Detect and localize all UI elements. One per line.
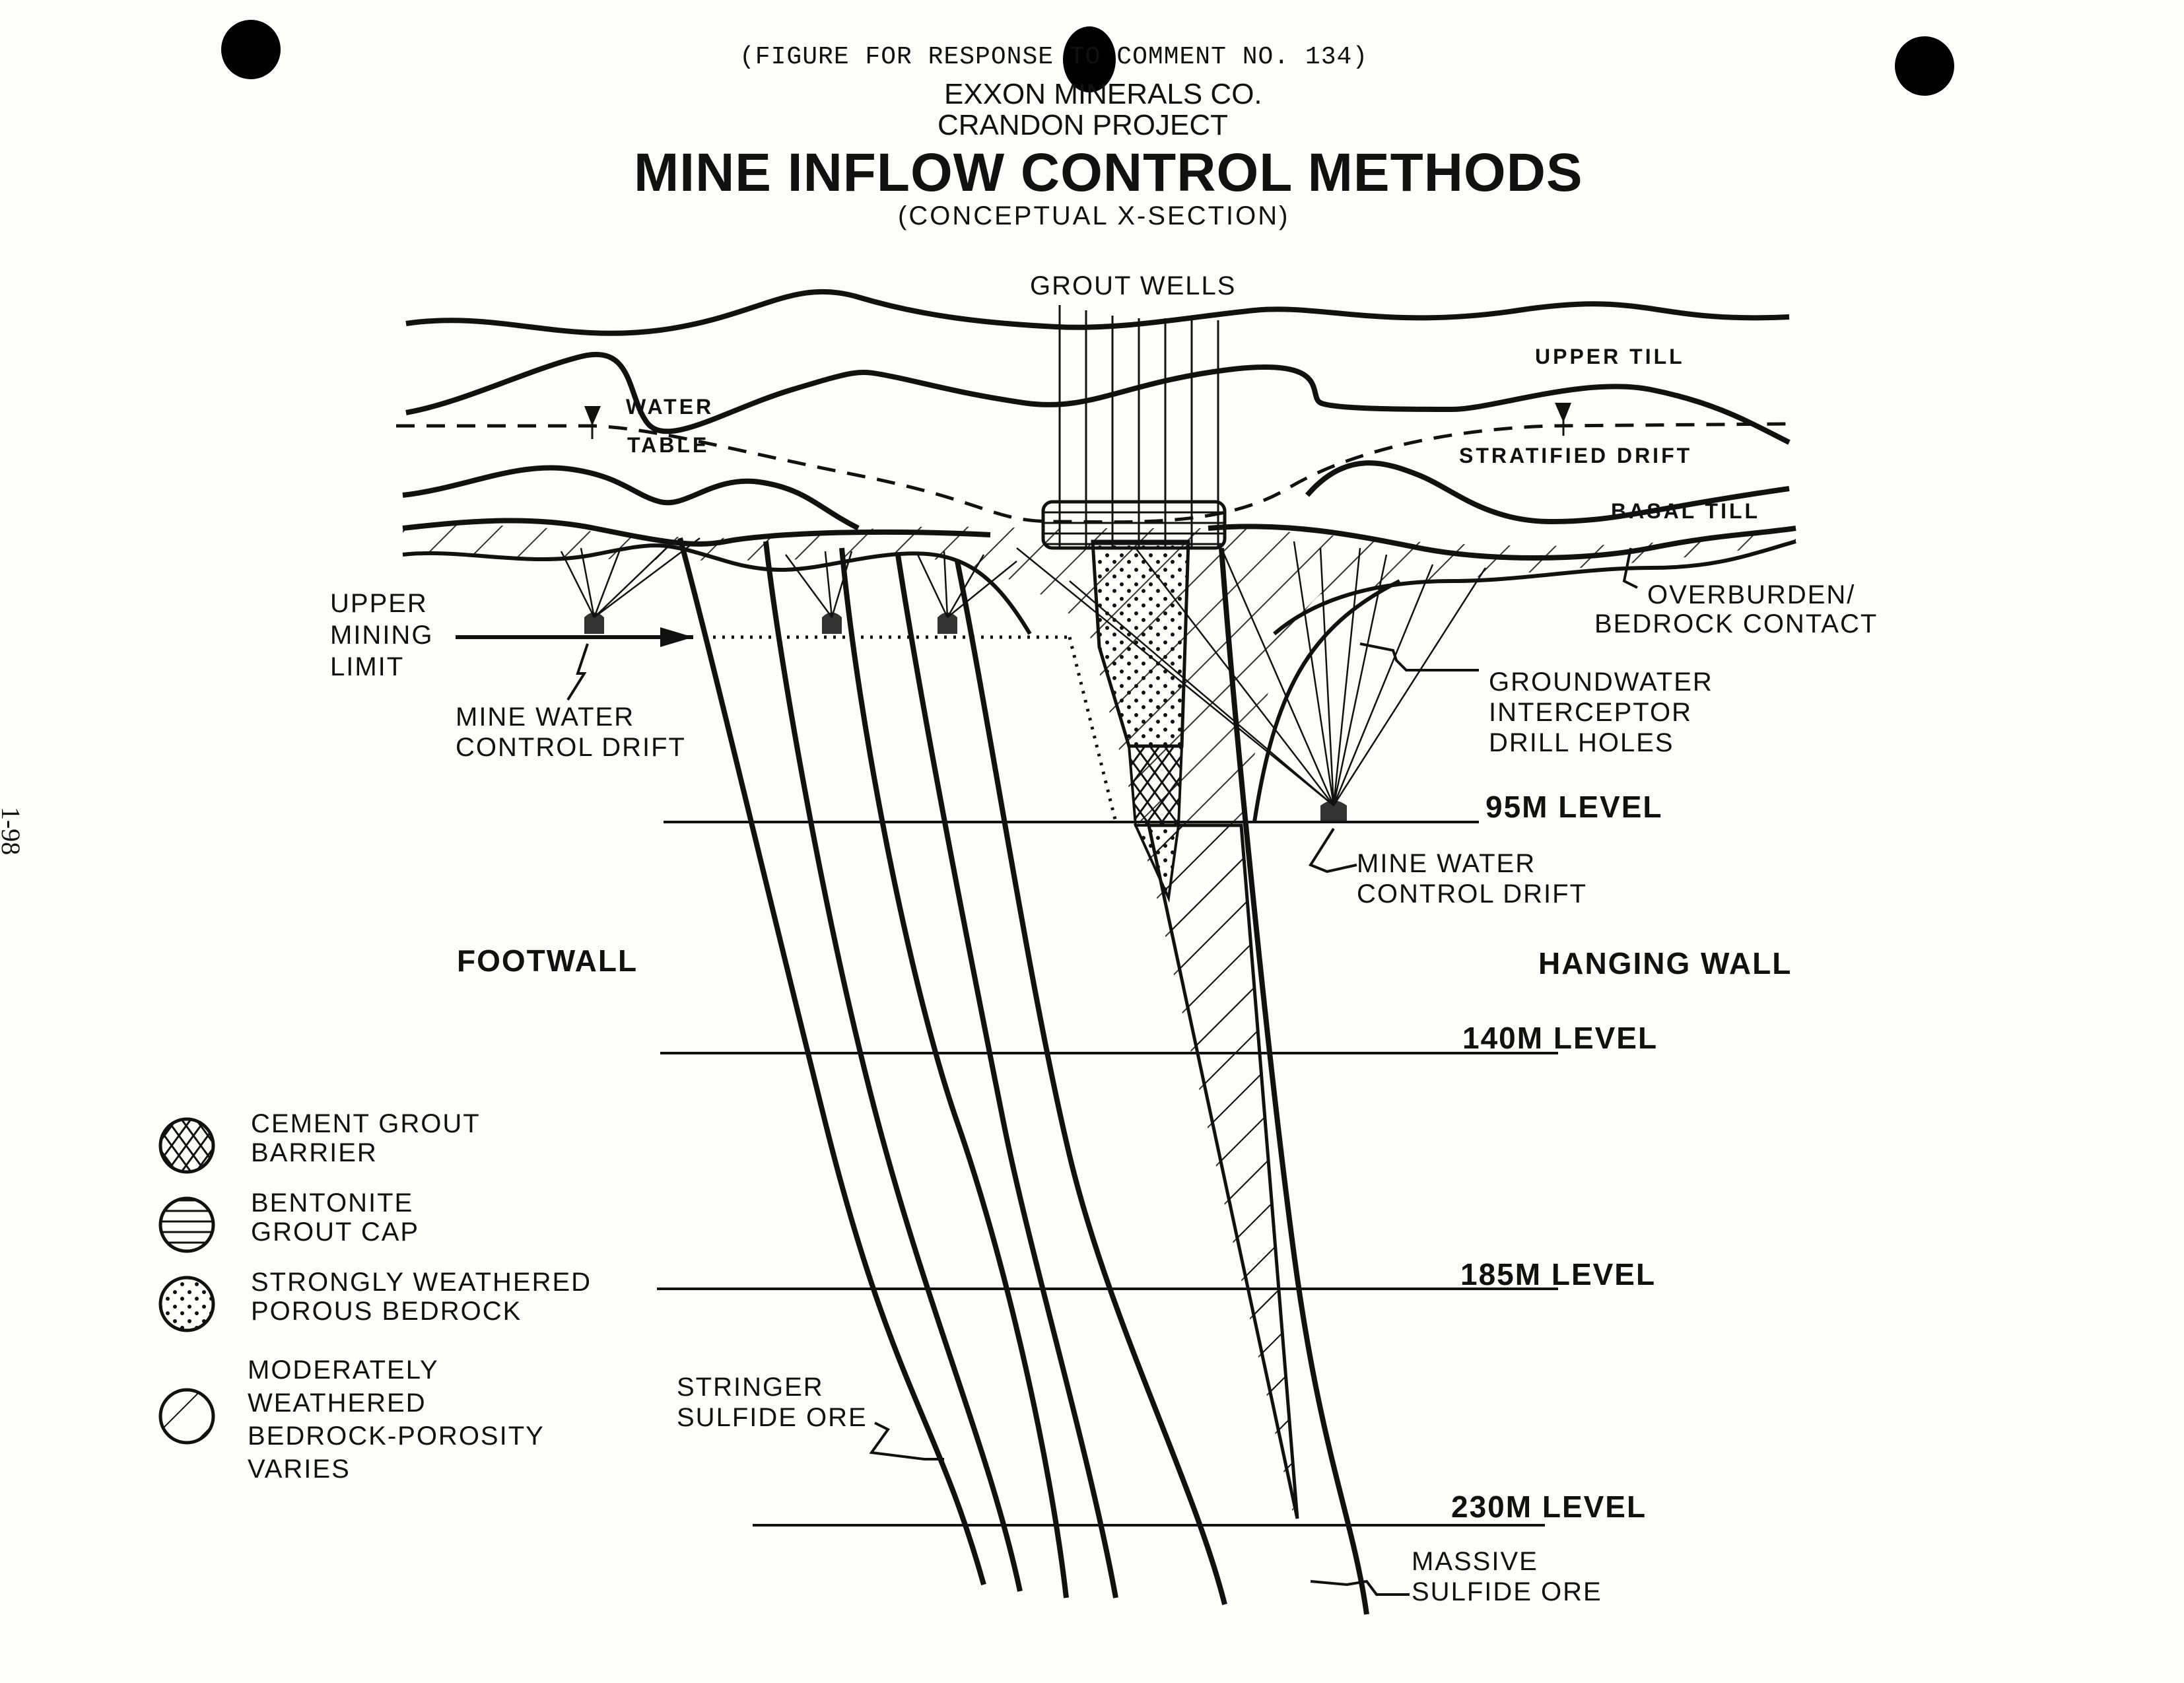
ore-veins: [677, 537, 1369, 1615]
mine-water-drift-right-line-2: CONTROL DRIFT: [1357, 879, 1587, 909]
legend-bentonite-line-1: BENTONITE: [251, 1188, 414, 1218]
footwall-label: FOOTWALL: [457, 944, 638, 978]
hanging-wall-label: HANGING WALL: [1538, 946, 1792, 980]
legend-moderately-line-2: WEATHERED: [248, 1389, 427, 1418]
stringer-ore-label: STRINGER SULFIDE ORE: [677, 1372, 868, 1433]
stratified-drift-label: STRATIFIED DRIFT: [1459, 444, 1693, 467]
strongly-weathered-icon: [158, 1276, 215, 1332]
page-title: MINE INFLOW CONTROL METHODS: [634, 143, 1583, 203]
interceptor-boundary-curve: [1252, 579, 1401, 823]
level-lines: [657, 821, 1558, 1527]
mine-water-drift-left-line-2: CONTROL DRIFT: [456, 733, 686, 762]
upper-till-base-line: [405, 352, 1791, 445]
figure-note: (FIGURE FOR RESPONSE TO COMMENT NO. 134): [739, 43, 1369, 71]
massive-sulfide-wedge: [1146, 823, 1299, 1519]
right-drift: [1320, 800, 1347, 822]
interceptor-line-1: GROUNDWATER: [1489, 668, 1713, 697]
level-label-95: 95M LEVEL: [1485, 790, 1663, 824]
overburden-contact-label-1: OVERBURDEN/: [1647, 580, 1856, 609]
mine-water-drift-right-line-1: MINE WATER: [1357, 849, 1536, 878]
upper-mining-limit-line-1: UPPER: [330, 589, 428, 618]
moderately-weathered-icon: [158, 1388, 215, 1445]
punch-hole-center: [1063, 26, 1116, 92]
punch-hole-left: [221, 20, 281, 79]
water-table-symbol-left: [584, 406, 601, 426]
upper-till-label: UPPER TILL: [1535, 345, 1685, 368]
upper-mining-limit-arrow: [660, 627, 693, 647]
strongly-weathered-zone: [1091, 539, 1190, 748]
legend-strongly-line-1: STRONGLY WEATHERED: [251, 1268, 592, 1297]
mine-water-drift-right-label: MINE WATER CONTROL DRIFT: [1357, 848, 1587, 909]
legend-cement-line-1: CEMENT GROUT: [251, 1109, 481, 1138]
basal-till-top-line: [402, 460, 1790, 531]
leader-stringer: [869, 1422, 944, 1460]
page-subtitle: (CONCEPTUAL X-SECTION): [898, 201, 1290, 230]
legend-moderately-line-1: MODERATELY: [248, 1356, 439, 1385]
grout-wells-label: GROUT WELLS: [1030, 271, 1237, 300]
upper-mining-limit-line-2: MINING: [330, 621, 434, 650]
stringer-ore-line-2: SULFIDE ORE: [677, 1403, 868, 1432]
punch-hole-right: [1895, 36, 1954, 96]
legend-cement-line-2: BARRIER: [251, 1138, 378, 1167]
upper-mining-limit-line-3: LIMIT: [330, 652, 405, 681]
project-name: CRANDON PROJECT: [938, 109, 1229, 141]
grout-wells: [1058, 305, 1219, 548]
level-label-185: 185M LEVEL: [1460, 1257, 1656, 1291]
massive-ore-label: MASSIVE SULFIDE ORE: [1412, 1546, 1602, 1607]
level-label-230: 230M LEVEL: [1451, 1490, 1647, 1524]
bentonite-grout-cap: [1041, 500, 1227, 550]
massive-ore-line-2: SULFIDE ORE: [1412, 1577, 1602, 1606]
leader-overburden: [1622, 547, 1638, 589]
massive-ore-line-1: MASSIVE: [1412, 1547, 1538, 1576]
leader-massive: [1310, 1579, 1410, 1596]
bentonite-grout-cap-icon: [158, 1196, 215, 1253]
interceptor-label: GROUNDWATER INTERCEPTOR DRILL HOLES: [1489, 667, 1713, 758]
level-label-140: 140M LEVEL: [1462, 1021, 1658, 1055]
stringer-ore-line-1: STRINGER: [677, 1373, 824, 1402]
water-table-label-1: WATER: [626, 395, 714, 419]
mine-water-drift-left-line-1: MINE WATER: [456, 703, 635, 732]
interceptor-line-2: INTERCEPTOR: [1489, 698, 1692, 727]
overburden-contact-label-2: BEDROCK CONTACT: [1594, 609, 1878, 638]
basal-till-label: BASAL TILL: [1611, 499, 1761, 523]
interceptor-line-3: DRILL HOLES: [1489, 728, 1674, 757]
company-name: EXXON MINERALS CO.: [944, 78, 1262, 110]
legend-bentonite-line-2: GROUT CAP: [251, 1218, 420, 1247]
legend-strongly-line-2: POROUS BEDROCK: [251, 1297, 522, 1326]
cement-grout-barrier-icon: [158, 1117, 215, 1174]
legend-moderately-line-3: BEDROCK-POROSITY: [248, 1422, 545, 1451]
legend-moderately-line-4: VARIES: [248, 1455, 351, 1484]
leader-right-drift: [1309, 827, 1357, 874]
water-table-symbol-right: [1555, 403, 1571, 423]
interceptor-drill-holes: [1016, 541, 1487, 806]
left-drill-fans: [560, 537, 1017, 618]
left-drift-group: [584, 612, 957, 634]
ground-surface-line: [405, 289, 1790, 336]
leader-left-drift: [566, 643, 589, 701]
leader-interceptor: [1359, 642, 1479, 671]
cement-grout-barrier: [1127, 745, 1184, 827]
upper-mining-limit-label: UPPER MINING LIMIT: [330, 588, 433, 683]
water-table-label-2: TABLE: [627, 433, 710, 457]
mine-water-drift-left-label: MINE WATER CONTROL DRIFT: [456, 702, 686, 763]
